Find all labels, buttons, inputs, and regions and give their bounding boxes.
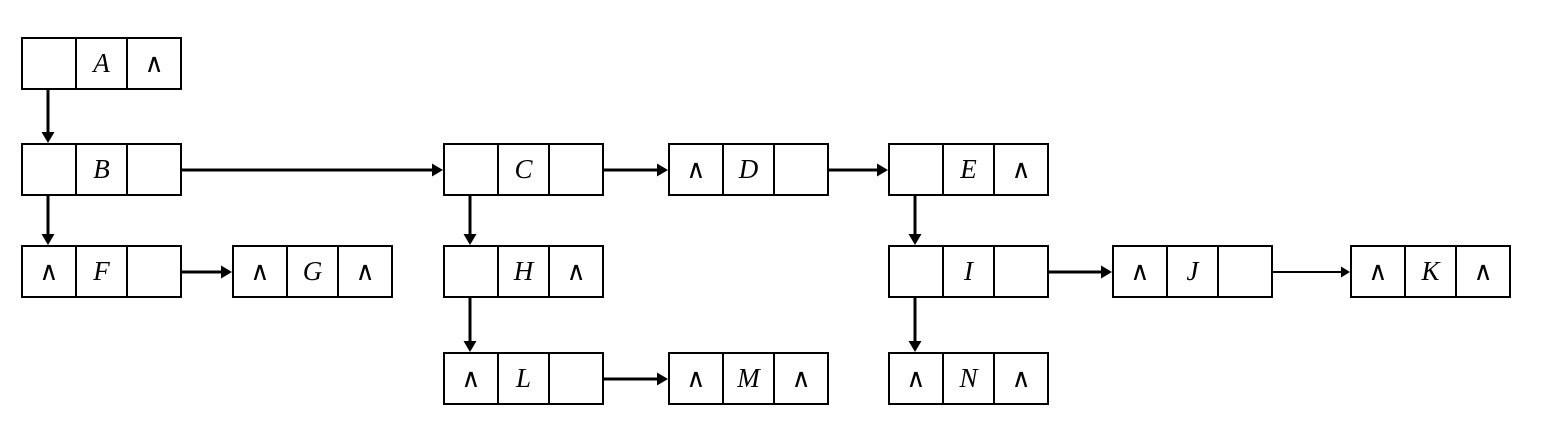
node-g-left-nil-cell: ∧ bbox=[234, 247, 288, 296]
node-e-data-data-cell: E bbox=[943, 145, 996, 194]
node-c-data-data-cell: C bbox=[498, 145, 551, 194]
node-g[interactable]: ∧G∧ bbox=[232, 245, 393, 298]
arrow-head bbox=[432, 163, 443, 177]
node-f-right-pointer-cell bbox=[128, 247, 181, 296]
node-a[interactable]: A∧ bbox=[21, 37, 182, 90]
node-m-data-data-cell: M bbox=[723, 354, 776, 403]
arrow-head bbox=[41, 234, 55, 245]
node-c[interactable]: C bbox=[443, 143, 604, 196]
node-f-left-nil-cell: ∧ bbox=[23, 247, 77, 296]
node-c-left-pointer-cell bbox=[445, 145, 499, 194]
node-m[interactable]: ∧M∧ bbox=[668, 352, 829, 405]
node-i-right-pointer-cell bbox=[995, 247, 1048, 296]
node-a-data-data-cell: A bbox=[76, 39, 129, 88]
node-d-right-pointer-cell bbox=[775, 145, 828, 194]
arrow-head bbox=[877, 163, 888, 177]
arrow-j-right-k bbox=[1273, 266, 1350, 278]
node-i[interactable]: I bbox=[888, 245, 1049, 298]
node-b-left-pointer-cell bbox=[23, 145, 77, 194]
node-e[interactable]: E∧ bbox=[888, 143, 1049, 196]
node-d-left-nil-cell: ∧ bbox=[670, 145, 724, 194]
arrow-head bbox=[463, 234, 477, 245]
node-j-left-nil-cell: ∧ bbox=[1114, 247, 1168, 296]
node-f-data-data-cell: F bbox=[76, 247, 129, 296]
node-m-left-nil-cell: ∧ bbox=[670, 354, 724, 403]
node-j-right-pointer-cell bbox=[1219, 247, 1272, 296]
arrow-head bbox=[657, 163, 668, 177]
arrow-head bbox=[463, 341, 477, 352]
node-d-data-data-cell: D bbox=[723, 145, 776, 194]
node-b-data-data-cell: B bbox=[76, 145, 129, 194]
node-i-data-data-cell: I bbox=[943, 247, 996, 296]
node-j[interactable]: ∧J bbox=[1112, 245, 1273, 298]
node-h-data-data-cell: H bbox=[498, 247, 551, 296]
node-h-right-nil-cell: ∧ bbox=[550, 247, 603, 296]
arrow-head bbox=[908, 234, 922, 245]
node-k[interactable]: ∧K∧ bbox=[1350, 245, 1511, 298]
node-d[interactable]: ∧D bbox=[668, 143, 829, 196]
node-g-data-data-cell: G bbox=[287, 247, 340, 296]
node-i-left-pointer-cell bbox=[890, 247, 944, 296]
node-g-right-nil-cell: ∧ bbox=[339, 247, 392, 296]
node-e-left-pointer-cell bbox=[890, 145, 944, 194]
node-f[interactable]: ∧F bbox=[21, 245, 182, 298]
node-h-left-pointer-cell bbox=[445, 247, 499, 296]
node-l-right-pointer-cell bbox=[550, 354, 603, 403]
node-k-data-data-cell: K bbox=[1405, 247, 1458, 296]
node-k-right-nil-cell: ∧ bbox=[1457, 247, 1510, 296]
node-k-left-nil-cell: ∧ bbox=[1352, 247, 1406, 296]
node-c-right-pointer-cell bbox=[550, 145, 603, 194]
arrow-head bbox=[221, 265, 232, 279]
node-b[interactable]: B bbox=[21, 143, 182, 196]
node-l-left-nil-cell: ∧ bbox=[445, 354, 499, 403]
arrow-head bbox=[657, 372, 668, 386]
node-n[interactable]: ∧N∧ bbox=[888, 352, 1049, 405]
node-n-data-data-cell: N bbox=[943, 354, 996, 403]
arrow-b-right-c bbox=[142, 163, 443, 177]
node-l-data-data-cell: L bbox=[498, 354, 551, 403]
node-n-left-nil-cell: ∧ bbox=[890, 354, 944, 403]
node-h[interactable]: H∧ bbox=[443, 245, 604, 298]
arrow-head bbox=[1101, 265, 1112, 279]
arrow-head bbox=[41, 132, 55, 143]
node-m-right-nil-cell: ∧ bbox=[775, 354, 828, 403]
node-a-left-pointer-cell bbox=[23, 39, 77, 88]
arrow-head bbox=[1341, 266, 1350, 278]
node-a-right-nil-cell: ∧ bbox=[128, 39, 181, 88]
node-b-right-pointer-cell bbox=[128, 145, 181, 194]
node-j-data-data-cell: J bbox=[1167, 247, 1220, 296]
arrow-head bbox=[908, 341, 922, 352]
node-e-right-nil-cell: ∧ bbox=[995, 145, 1048, 194]
node-n-right-nil-cell: ∧ bbox=[995, 354, 1048, 403]
node-l[interactable]: ∧L bbox=[443, 352, 604, 405]
